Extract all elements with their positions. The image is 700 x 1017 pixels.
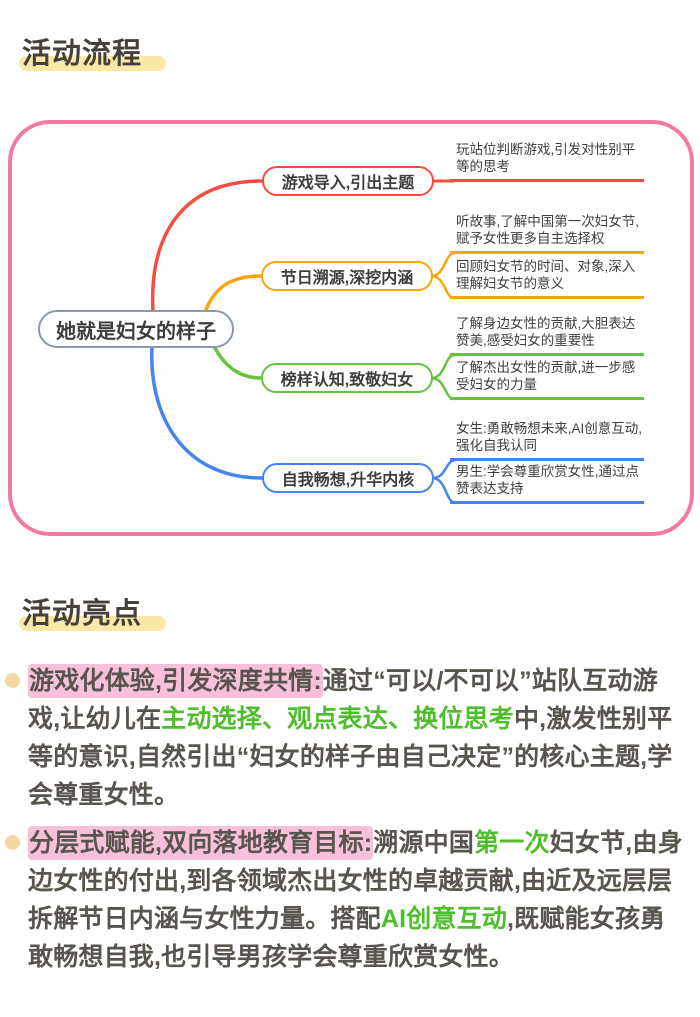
bullet-2-text-b: 妇女节,由身边女性的付出,到各领域杰出女性的卓越贡献,由近及远层层拆解节日内涵与… (28, 829, 683, 933)
highlight-bullet-2: 分层式赋能,双向落地教育目标:溯源中国第一次妇女节,由身边女性的付出,到各领域杰… (0, 824, 688, 976)
mindmap: 她就是妇女的样子 游戏导入,引出主题 节日溯源,深挖内涵 榜样认知,致敬妇女 自… (8, 120, 694, 536)
branch-4-root-connector (150, 346, 264, 480)
bullet-marker-icon (5, 835, 20, 850)
highlights-section-title: 活动亮点 (19, 596, 166, 632)
branch-1-topic: 游戏导入,引出主题 (262, 166, 434, 196)
bullet-2-text-a: 溯源中国 (373, 829, 475, 857)
branch-2-sub-1: 听故事,了解中国第一次妇女节,赋予女性更多自主选择权 (450, 214, 644, 254)
branch-4-sub-2: 男生:学会尊重欣赏女性,通过点赞表达支持 (450, 464, 644, 504)
bullet-1-leadin: 游戏化体验,引发深度共情: (28, 664, 323, 698)
branch-3-topic: 榜样认知,致敬妇女 (261, 363, 433, 393)
bullet-1-text-a: 通过“可以/不可以”站队互动游戏,让幼儿在 (28, 667, 658, 733)
branch-2-root-connector (203, 274, 263, 314)
flow-section-title: 活动流程 (19, 36, 166, 72)
branch-1-sub-1: 玩站位判断游戏,引发对性别平等的思考 (450, 142, 644, 182)
highlight-bullet-1: 游戏化体验,引发深度共情:通过“可以/不可以”站队互动游戏,让幼儿在主动选择、观… (0, 662, 688, 814)
bullet-2-text-c: ,既赋能女孩勇敢畅想自我,也引导男孩学会尊重欣赏女性。 (28, 905, 666, 971)
flow-section-title-text: 活动流程 (22, 38, 143, 70)
bullet-2-leadin: 分层式赋能,双向落地教育目标: (28, 826, 374, 860)
bullet-1-green-text: 主动选择、观点表达、换位思考 (161, 705, 514, 733)
bullet-2-green-text-b: AI创意互动 (380, 905, 508, 933)
branch-3-sub-1: 了解身边女性的贡献,大胆表达赞美,感受妇女的重要性 (450, 316, 644, 356)
bullet-marker-icon (5, 673, 20, 688)
bullet-1-text-b: 中,激发性别平等的意识,自然引出“妇女的样子由自己决定”的核心主题,学会尊重女性… (28, 705, 673, 809)
bullet-2-green-text-a: 第一次 (474, 829, 550, 857)
title-highlight-bar (19, 616, 166, 631)
branch-4-topic: 自我畅想,升华内核 (262, 463, 434, 493)
branch-4-sub-1: 女生:勇敢畅想未来,AI创意互动,强化自我认同 (450, 421, 644, 461)
branch-3-sub-2: 了解杰出女性的贡献,进一步感受妇女的力量 (450, 360, 644, 400)
branch-3-root-connector (213, 346, 263, 380)
highlights-section-title-text: 活动亮点 (22, 598, 143, 630)
branch-2-sub-2: 回顾妇女节的时间、对象,深入理解妇女节的意义 (450, 259, 644, 299)
title-highlight-bar (19, 56, 166, 71)
branch-1-root-connector (150, 179, 264, 314)
branch-2-topic: 节日溯源,深挖内涵 (261, 261, 433, 291)
mindmap-root-node: 她就是妇女的样子 (38, 310, 234, 348)
